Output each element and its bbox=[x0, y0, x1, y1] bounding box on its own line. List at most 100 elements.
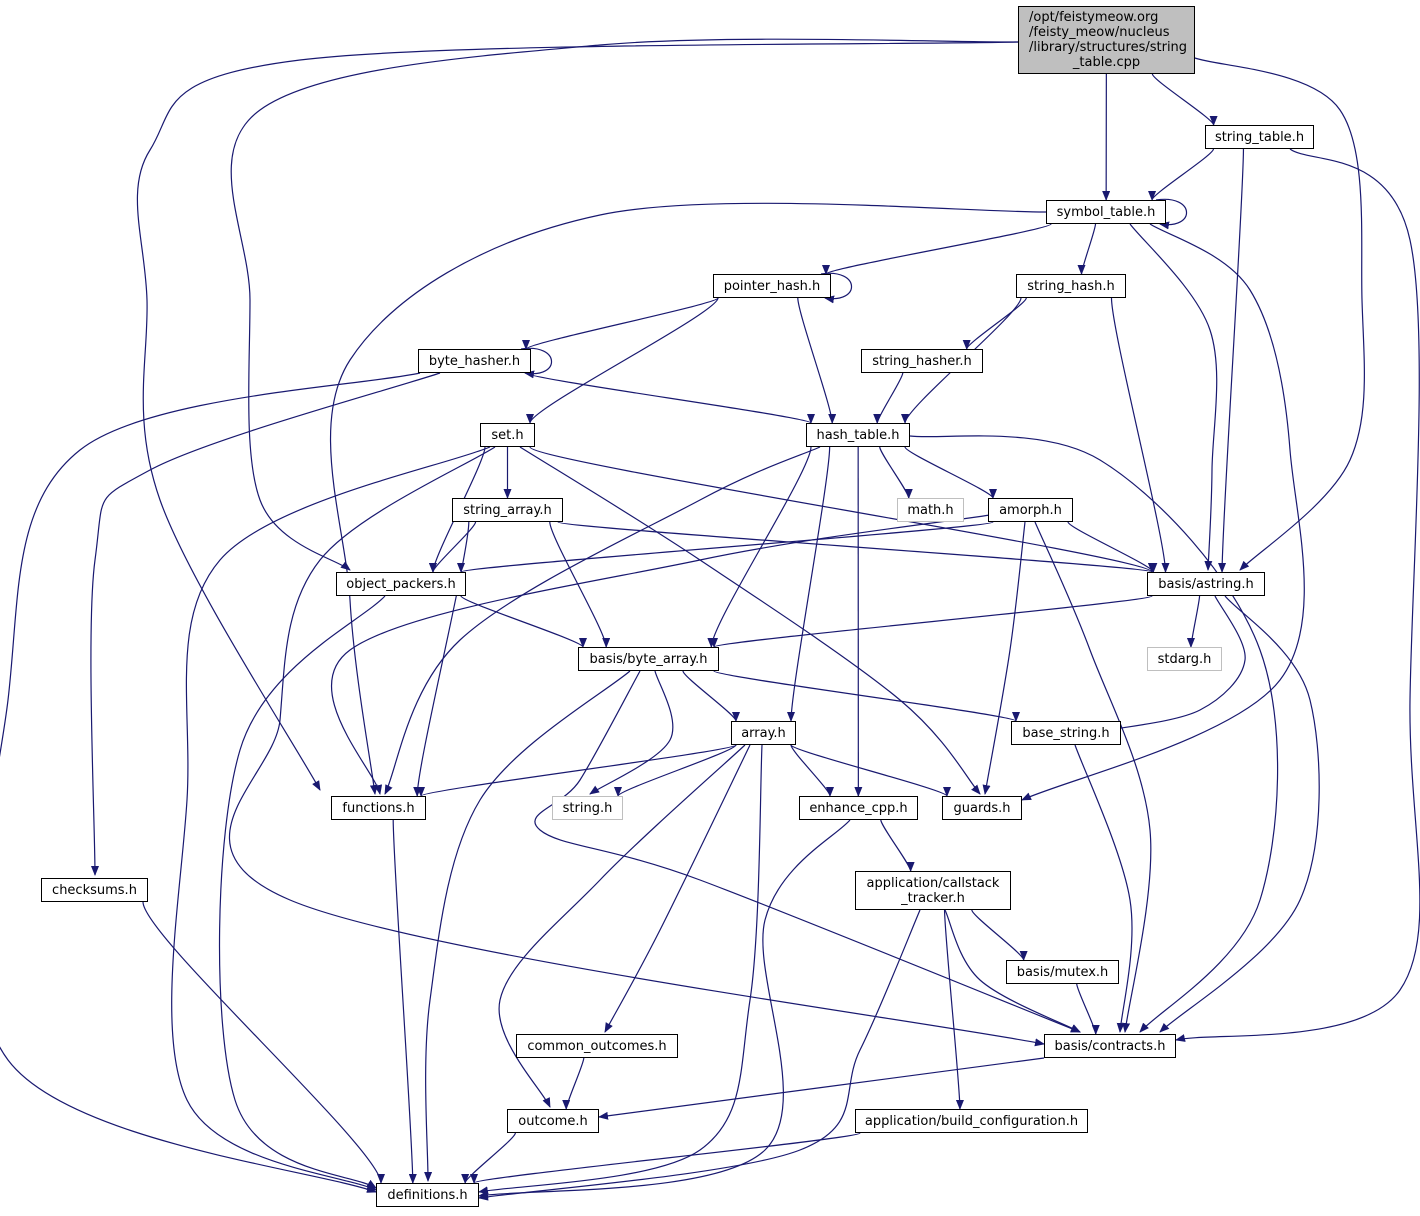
edge-root-to-string_table bbox=[1151, 73, 1218, 126]
node-outcome[interactable]: outcome.h bbox=[507, 1109, 599, 1133]
edge-string_array-to-functions bbox=[413, 521, 470, 797]
edge-enhance_cpp-to-definitions bbox=[478, 819, 851, 1199]
node-math[interactable]: math.h bbox=[897, 498, 964, 522]
edge-string_hasher-to-hash_table bbox=[873, 372, 904, 424]
edge-byte_hasher-to-hash_table bbox=[525, 372, 815, 424]
node-string-array[interactable]: string_array.h bbox=[452, 498, 563, 522]
edge-byte_hasher-to-byte_hasher bbox=[520, 347, 552, 379]
node-symbol-table[interactable]: symbol_table.h bbox=[1046, 200, 1166, 224]
node-label: string_array.h bbox=[463, 502, 552, 518]
edge-root-to-functions bbox=[136, 41, 1019, 791]
node-hash-table[interactable]: hash_table.h bbox=[806, 423, 910, 447]
node-label: common_outcomes.h bbox=[527, 1038, 667, 1054]
node-string-table[interactable]: string_table.h bbox=[1205, 125, 1314, 149]
node-array[interactable]: array.h bbox=[731, 721, 796, 745]
edge-callstack-to-definitions bbox=[478, 909, 921, 1201]
node-label: basis/mutex.h bbox=[1016, 964, 1109, 980]
node-label: basis/byte_array.h bbox=[589, 651, 708, 667]
node-string[interactable]: string.h bbox=[552, 796, 623, 820]
edge-pointer_hash-to-pointer_hash bbox=[820, 272, 852, 304]
edge-hash_table-to-functions bbox=[384, 446, 821, 795]
node-label: set.h bbox=[491, 427, 524, 443]
edge-byte_hasher-to-definitions bbox=[0, 372, 421, 1193]
edge-root-to-astring bbox=[1194, 57, 1365, 571]
edge-amorph-to-functions bbox=[330, 514, 991, 795]
node-label: /opt/feistymeow.org bbox=[1029, 10, 1159, 25]
node-label: functions.h bbox=[342, 800, 415, 816]
edge-mutex-to-contracts bbox=[1076, 983, 1100, 1035]
node-stdarg[interactable]: stdarg.h bbox=[1147, 647, 1222, 671]
node-label: string_hash.h bbox=[1027, 278, 1115, 294]
edge-string_hash-to-astring bbox=[1110, 297, 1170, 573]
node-set[interactable]: set.h bbox=[480, 423, 535, 447]
node-definitions[interactable]: definitions.h bbox=[376, 1183, 479, 1207]
edge-base_string-to-contracts bbox=[1074, 744, 1133, 1033]
node-pointer-hash[interactable]: pointer_hash.h bbox=[713, 274, 831, 298]
node-label: pointer_hash.h bbox=[723, 278, 821, 294]
node-label: basis/astring.h bbox=[1158, 576, 1254, 592]
edge-enhance_cpp-to-callstack bbox=[880, 819, 915, 872]
edge-string_table-to-astring bbox=[1218, 148, 1245, 573]
node-guards[interactable]: guards.h bbox=[942, 796, 1022, 820]
edge-build_config-to-definitions bbox=[470, 1132, 861, 1184]
node-base-string[interactable]: base_string.h bbox=[1011, 721, 1121, 745]
node-label: enhance_cpp.h bbox=[809, 800, 908, 816]
edge-symbol_table-to-functions bbox=[329, 202, 1047, 795]
node-astring[interactable]: basis/astring.h bbox=[1147, 572, 1265, 596]
edge-amorph-to-object_packers bbox=[457, 521, 994, 573]
edge-byte_array-to-string bbox=[589, 670, 674, 795]
node-common-outcomes[interactable]: common_outcomes.h bbox=[516, 1034, 678, 1058]
edge-byte_array-to-definitions bbox=[424, 670, 631, 1182]
node-label: string_table.h bbox=[1214, 129, 1305, 145]
edge-object_packers-to-definitions bbox=[218, 595, 386, 1189]
edge-astring-to-byte_array bbox=[710, 595, 1153, 648]
node-byte-hasher[interactable]: byte_hasher.h bbox=[418, 349, 531, 373]
node-string-hash[interactable]: string_hash.h bbox=[1016, 274, 1126, 298]
edge-symbol_table-to-guards bbox=[1021, 223, 1305, 801]
edge-symbol_table-to-string_hash bbox=[1077, 223, 1097, 275]
node-label: /library/structures/string bbox=[1029, 40, 1188, 55]
node-label: definitions.h bbox=[387, 1187, 468, 1203]
node-contracts[interactable]: basis/contracts.h bbox=[1044, 1034, 1176, 1058]
edge-astring-to-stdarg bbox=[1186, 595, 1201, 648]
node-label: _tracker.h bbox=[901, 890, 965, 906]
edge-hash_table-to-contracts bbox=[909, 435, 1279, 1033]
node-label: string_hasher.h bbox=[872, 353, 972, 369]
edge-byte_hasher-to-checksums bbox=[90, 372, 441, 876]
edge-byte_array-to-base_string bbox=[713, 670, 1020, 722]
node-mutex[interactable]: basis/mutex.h bbox=[1006, 960, 1119, 984]
edge-array-to-common_outcomes bbox=[604, 744, 751, 1033]
edge-checksums-to-definitions bbox=[142, 901, 385, 1184]
node-functions[interactable]: functions.h bbox=[331, 796, 426, 820]
edge-astring-to-contracts bbox=[1159, 595, 1320, 1033]
edge-string_array-to-object_packers bbox=[429, 521, 477, 573]
node-label: math.h bbox=[907, 502, 954, 518]
node-object-packers[interactable]: object_packers.h bbox=[336, 572, 466, 596]
edge-symbol_table-to-astring bbox=[1129, 223, 1218, 571]
node-label: array.h bbox=[741, 725, 786, 741]
edge-string_hash-to-string_hasher bbox=[962, 297, 1027, 350]
node-label: _table.cpp bbox=[1072, 55, 1141, 70]
node-amorph[interactable]: amorph.h bbox=[988, 498, 1073, 522]
edge-string_table-to-contracts bbox=[1175, 148, 1420, 1042]
node-callstack[interactable]: application/callstack_tracker.h bbox=[855, 871, 1011, 910]
node-enhance-cpp[interactable]: enhance_cpp.h bbox=[799, 796, 918, 820]
edge-array-to-string bbox=[614, 744, 737, 797]
edge-outcome-to-definitions bbox=[461, 1132, 516, 1184]
edge-set-to-contracts bbox=[228, 446, 1045, 1047]
node-build-config[interactable]: application/build_configuration.h bbox=[855, 1109, 1088, 1133]
edge-pointer_hash-to-byte_hasher bbox=[522, 297, 719, 350]
edge-string_array-to-astring bbox=[557, 521, 1156, 573]
edge-set-to-astring bbox=[529, 446, 1156, 573]
node-label: application/build_configuration.h bbox=[864, 1113, 1079, 1129]
edge-byte_array-to-array bbox=[682, 670, 740, 722]
node-label: /feisty_meow/nucleus bbox=[1029, 25, 1170, 40]
node-byte-array[interactable]: basis/byte_array.h bbox=[578, 647, 719, 671]
edge-set-to-guards bbox=[519, 446, 981, 795]
edge-contracts-to-outcome bbox=[598, 1057, 1045, 1120]
node-string-hasher[interactable]: string_hasher.h bbox=[861, 349, 983, 373]
node-label: checksums.h bbox=[52, 882, 137, 898]
edge-amorph-to-guards bbox=[982, 521, 1026, 795]
node-root: /opt/feistymeow.org/feisty_meow/nucleus/… bbox=[1018, 6, 1195, 74]
node-checksums[interactable]: checksums.h bbox=[41, 878, 148, 902]
